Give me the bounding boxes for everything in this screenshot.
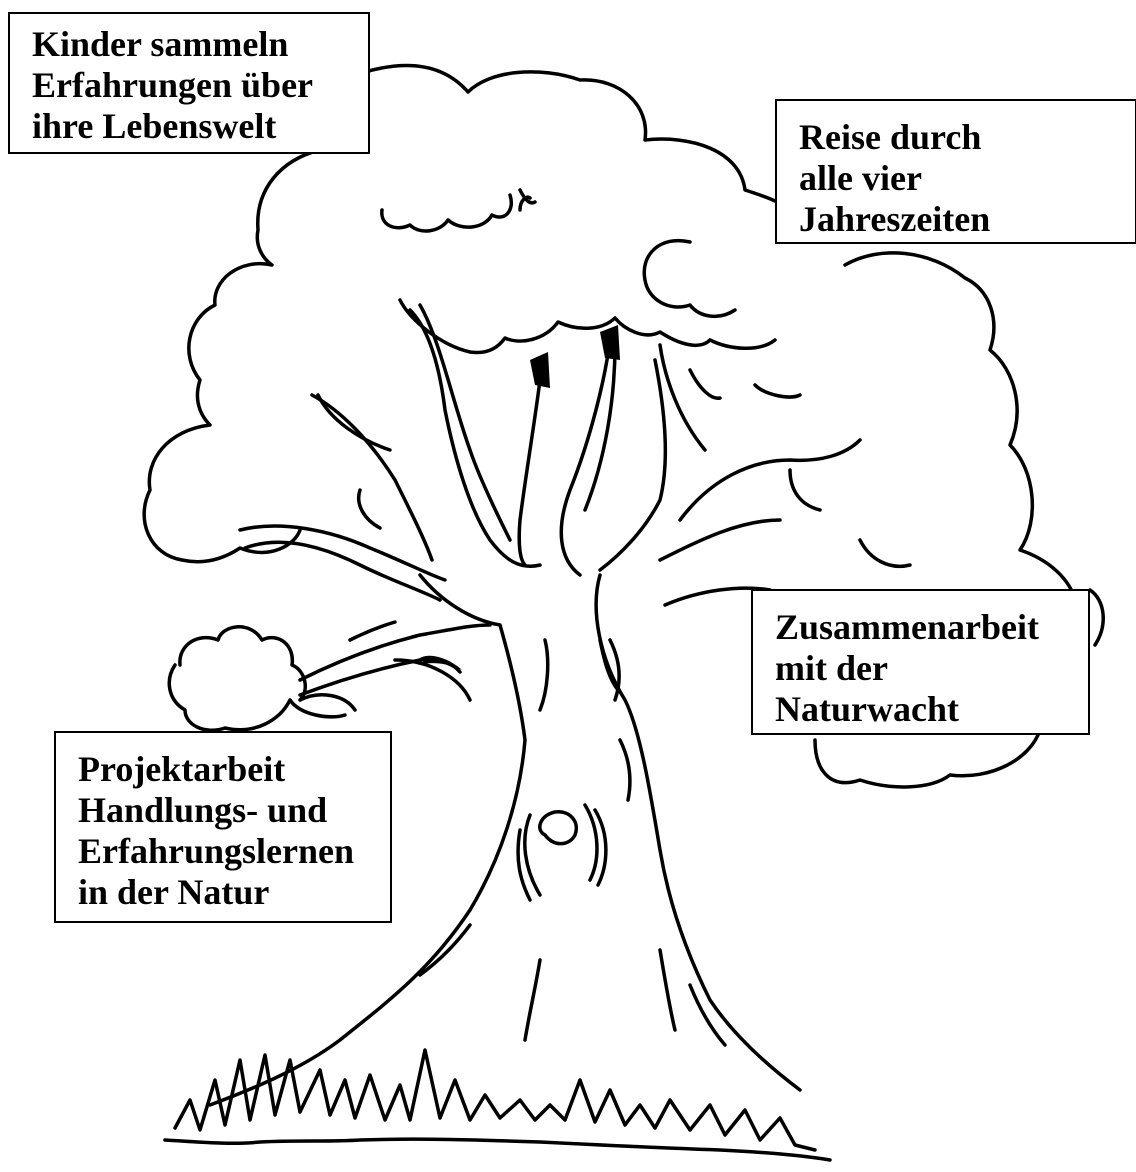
label-jahreszeiten-line-1: Reise durch (799, 117, 982, 157)
label-box-projektarbeit: Projektarbeit Handlungs- und Erfahrungsl… (54, 731, 392, 923)
label-projektarbeit-line-3: Erfahrungslernen (78, 831, 355, 871)
label-box-naturwacht: Zusammenarbeit mit der Naturwacht (751, 589, 1090, 735)
tree-branches-left (238, 393, 492, 697)
tree-bark-lines (418, 638, 727, 1047)
label-projektarbeit-line-4: in der Natur (78, 872, 270, 912)
tree-crown (363, 63, 1105, 789)
label-jahreszeiten-line-2: alle vier (799, 158, 922, 198)
label-projektarbeit-line-1: Projektarbeit (78, 749, 286, 789)
tree-knot (516, 803, 608, 902)
tree-crown-lower (398, 298, 912, 568)
label-projektarbeit-line-2: Handlungs- und (78, 790, 328, 830)
tree-branches (408, 303, 862, 607)
label-naturwacht-line-3: Naturwacht (775, 689, 959, 729)
label-box-jahreszeiten: Reise durch alle vier Jahreszeiten (775, 99, 1136, 244)
label-jahreszeiten-line-3: Jahreszeiten (799, 199, 991, 239)
tree-crown-left (142, 148, 347, 732)
tree-crown-inner (316, 188, 737, 530)
label-lebenswelt-line-3: ihre Lebenswelt (32, 106, 277, 146)
label-box-lebenswelt: Kinder sammeln Erfahrungen über ihre Leb… (8, 12, 370, 154)
label-lebenswelt-line-1: Kinder sammeln (32, 24, 289, 64)
tree-crown-bush-left (178, 625, 472, 712)
label-naturwacht-line-1: Zusammenarbeit (775, 607, 1039, 647)
label-naturwacht-line-2: mit der (775, 648, 888, 688)
label-lebenswelt-line-2: Erfahrungen über (32, 65, 314, 105)
grass (163, 1048, 832, 1162)
